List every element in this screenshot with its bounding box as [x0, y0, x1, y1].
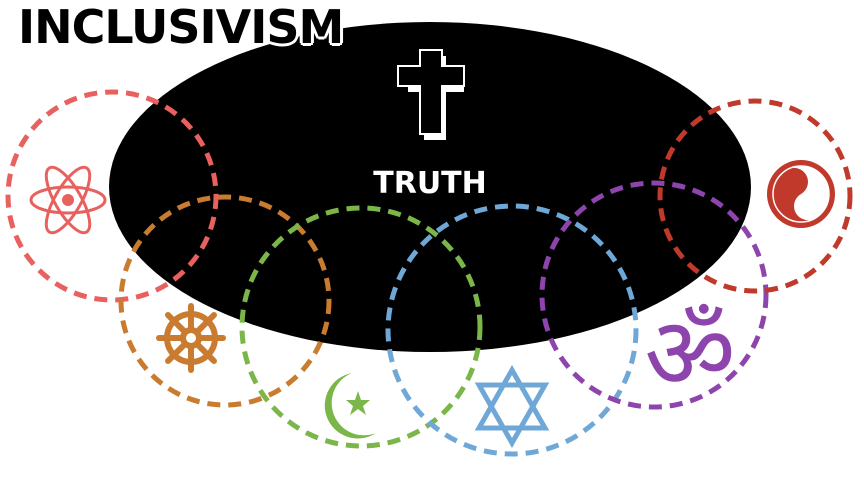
page-title: INCLUSIVISM	[18, 0, 344, 54]
buddhism-circle	[118, 194, 332, 408]
atom-nucleus	[62, 194, 74, 206]
star-of-david-icon	[474, 364, 550, 449]
truth-label: TRUTH	[373, 166, 487, 201]
christian-cross-icon	[397, 49, 465, 140]
judaism-circle	[385, 203, 639, 457]
hinduism-circle	[539, 180, 769, 410]
taoism-circle	[657, 98, 853, 294]
yin-yang-icon	[767, 160, 835, 228]
atom-icon	[29, 165, 107, 235]
om-icon: ॐ	[644, 295, 735, 412]
islam-circle	[239, 205, 483, 449]
science-circle	[5, 89, 219, 303]
star-and-crescent-icon	[324, 373, 376, 439]
truth-ellipse	[109, 22, 751, 352]
dharma-wheel-hub	[180, 327, 202, 349]
